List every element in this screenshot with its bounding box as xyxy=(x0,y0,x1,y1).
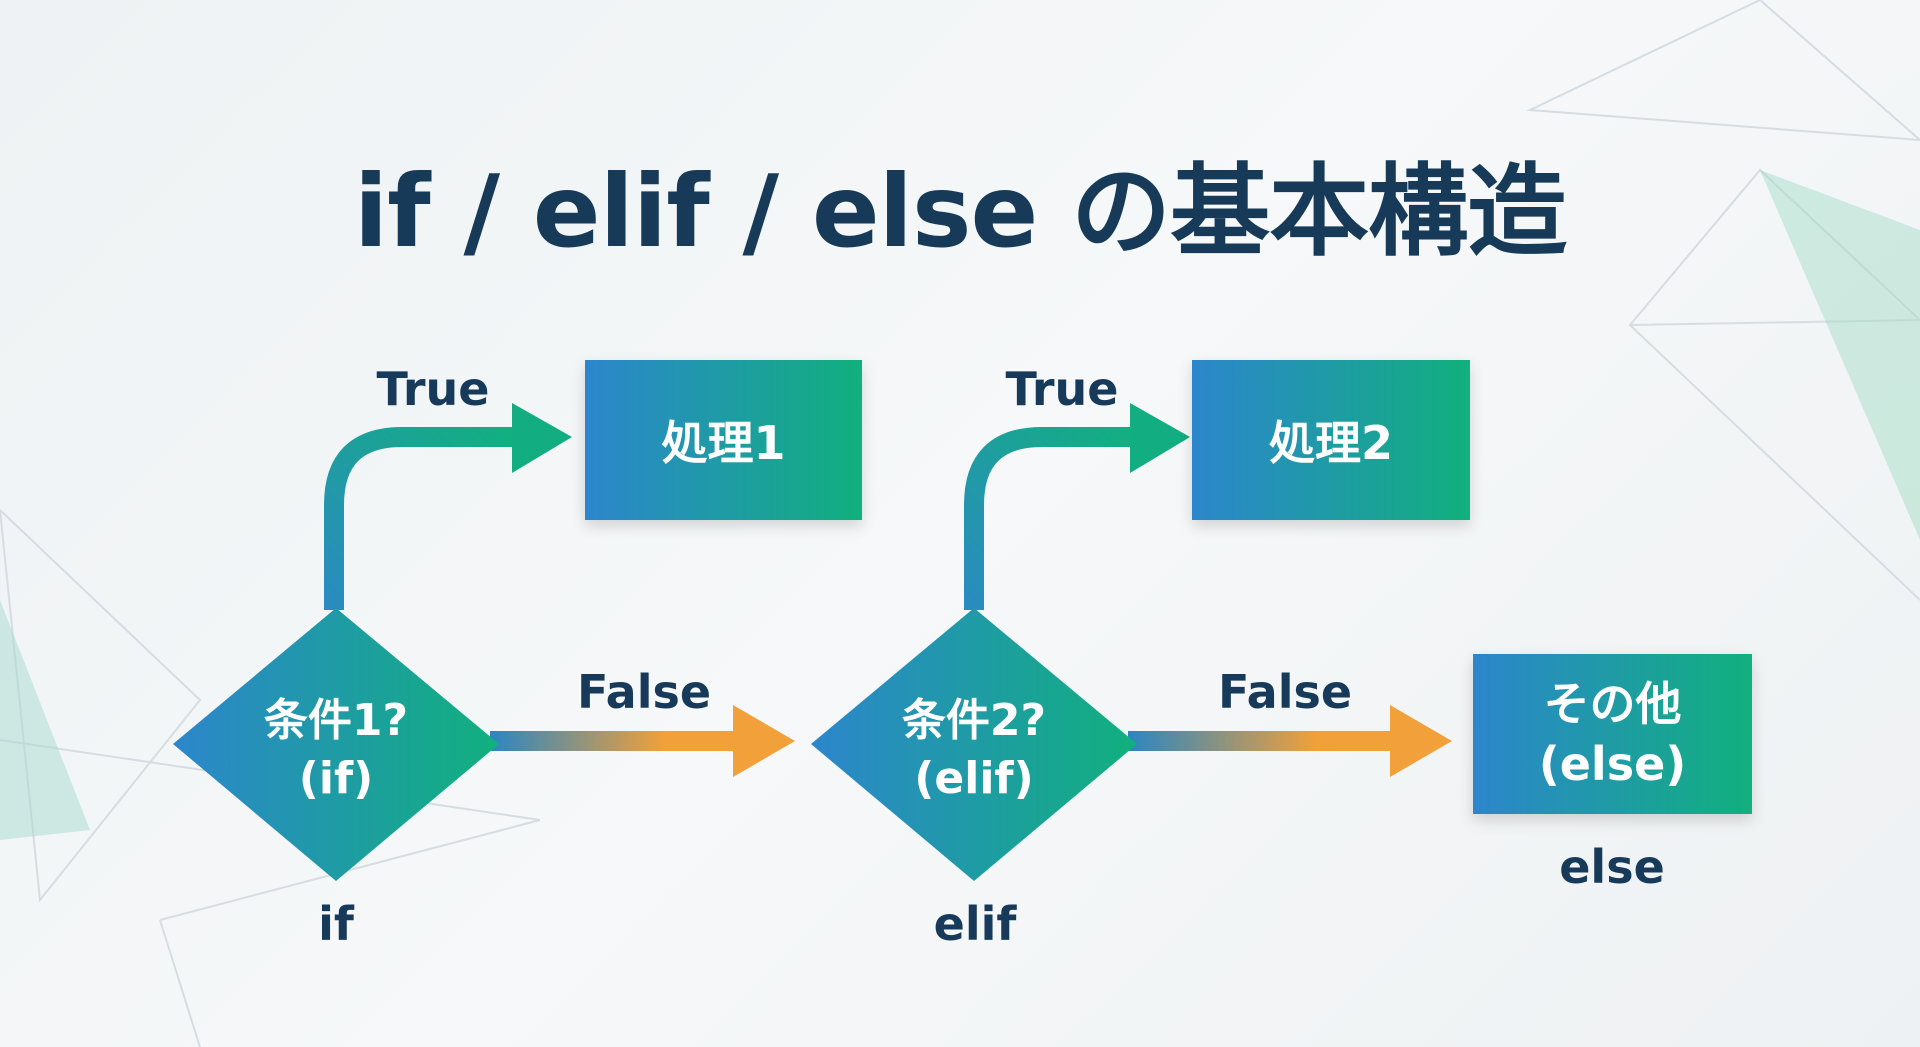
process-1-label: 処理1 xyxy=(661,416,786,470)
false-arrow-1 xyxy=(490,731,740,751)
if-caption: if xyxy=(318,897,354,951)
false-arrowhead-1 xyxy=(733,705,795,777)
true-label-1: True xyxy=(376,362,490,416)
false-arrowhead-2 xyxy=(1390,705,1452,777)
condition-2-line1: 条件2? xyxy=(901,695,1047,746)
decor-triangle xyxy=(1760,170,1920,540)
else-box[interactable]: その他 (else) xyxy=(1473,654,1752,814)
process-2-label: 処理2 xyxy=(1268,416,1393,470)
process-1-box[interactable]: 処理1 xyxy=(585,360,862,520)
decor-triangle xyxy=(0,600,90,840)
condition-1-text: 条件1? (if) xyxy=(264,692,408,808)
page-title: if / elif / else の基本構造 xyxy=(353,153,1567,270)
false-arrow-2 xyxy=(1128,731,1398,751)
elif-caption: elif xyxy=(933,897,1017,951)
true-arrowhead-1 xyxy=(512,403,572,473)
else-caption: else xyxy=(1559,840,1665,894)
true-arrow-1 xyxy=(324,427,520,610)
condition-2-text: 条件2? (elif) xyxy=(902,692,1046,808)
true-arrow-2 xyxy=(964,427,1140,610)
condition-1-line1: 条件1? xyxy=(263,695,409,746)
condition-1-line2: (if) xyxy=(298,753,374,804)
else-box-line1: その他 xyxy=(1543,677,1682,731)
condition-diamond-1[interactable] xyxy=(173,608,499,881)
true-arrowhead-2 xyxy=(1130,403,1190,473)
false-label-1: False xyxy=(576,665,712,719)
else-box-line2: (else) xyxy=(1538,737,1687,791)
condition-2-line2: (elif) xyxy=(914,753,1034,804)
true-label-2: True xyxy=(1005,362,1119,416)
process-2-box[interactable]: 処理2 xyxy=(1192,360,1470,520)
false-label-2: False xyxy=(1217,665,1353,719)
condition-diamond-2[interactable] xyxy=(811,608,1137,881)
